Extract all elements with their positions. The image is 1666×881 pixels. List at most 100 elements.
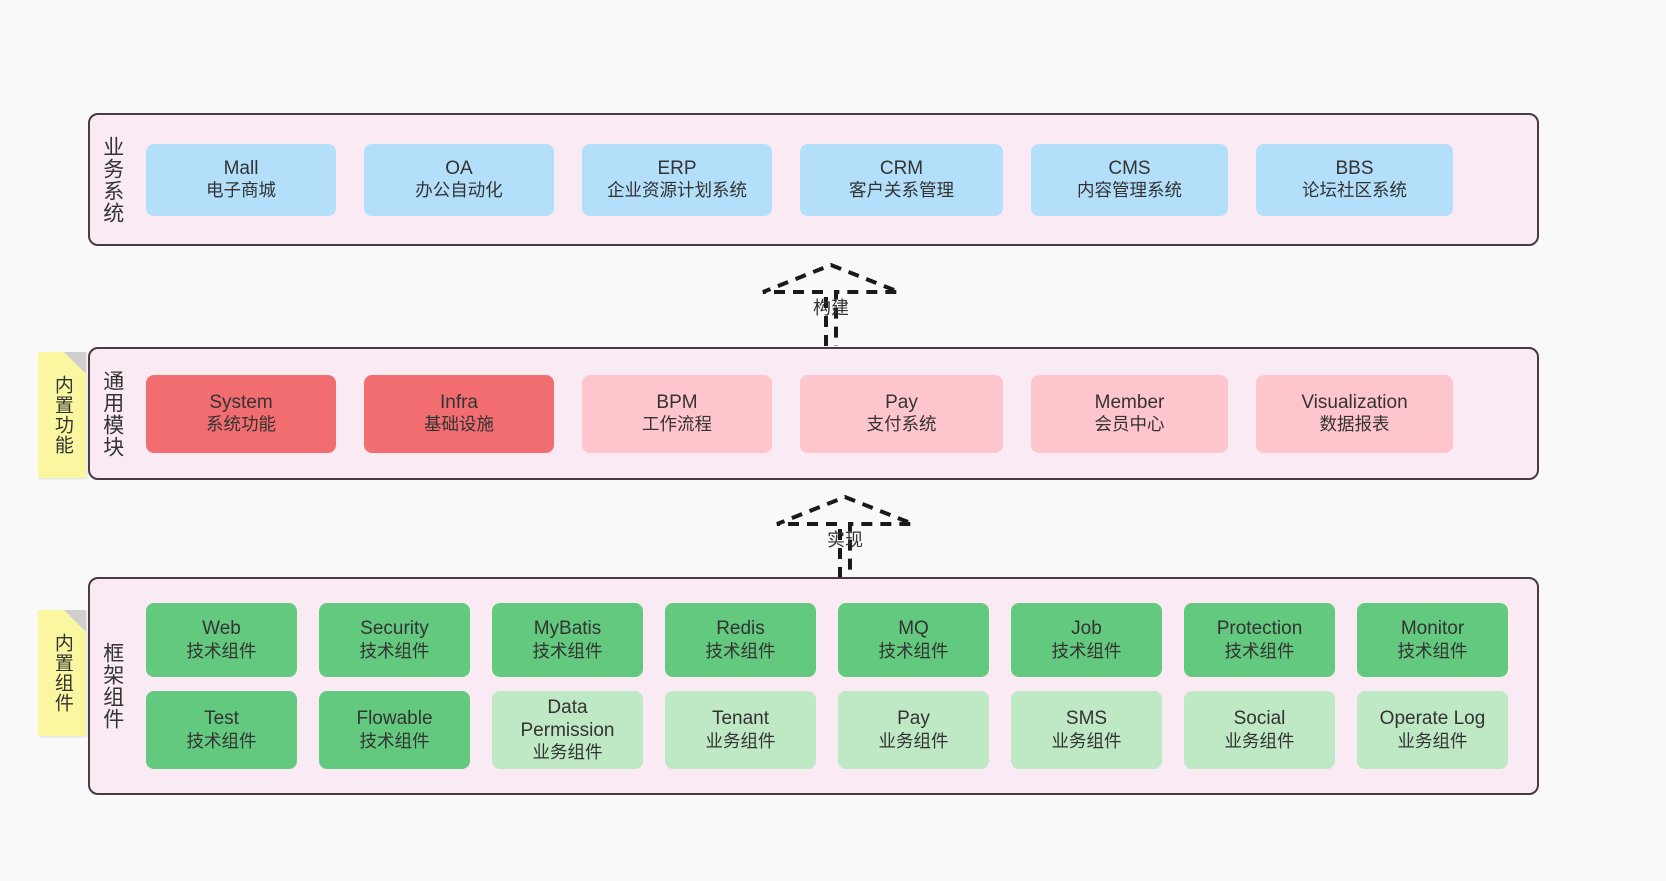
card-title: ERP <box>657 157 697 179</box>
card-title: Security <box>360 618 429 640</box>
card-crm[interactable]: CRM 客户关系管理 <box>800 143 1003 216</box>
layer-row-business: Test 技术组件 Flowable 技术组件 Data Permission … <box>138 691 1527 769</box>
card-subtitle: 业务组件 <box>1224 730 1295 751</box>
build-arrow-icon <box>762 262 900 346</box>
layer-title-framework-component: 框架组件 <box>100 642 124 730</box>
card-mybatis[interactable]: MyBatis 技术组件 <box>492 603 643 677</box>
card-title: Social <box>1233 708 1286 730</box>
card-social[interactable]: Social 业务组件 <box>1184 691 1335 769</box>
card-operate-log[interactable]: Operate Log 业务组件 <box>1357 691 1508 769</box>
card-job[interactable]: Job 技术组件 <box>1011 603 1162 677</box>
card-subtitle: 系统功能 <box>206 414 276 435</box>
connector-implement: 实现 <box>770 494 920 578</box>
card-title: CMS <box>1108 157 1151 179</box>
card-subtitle: 技术组件 <box>1051 640 1122 661</box>
card-mall[interactable]: Mall 电子商城 <box>146 143 336 216</box>
card-subtitle: 工作流程 <box>642 414 712 435</box>
layer-row: Mall 电子商城 OA 办公自动化 ERP 企业资源计划系统 CRM 客户关系… <box>138 143 1527 216</box>
card-test[interactable]: Test 技术组件 <box>146 691 297 769</box>
card-protection[interactable]: Protection 技术组件 <box>1184 603 1335 677</box>
layer-row: System 系统功能 Infra 基础设施 BPM 工作流程 Pay 支付系统… <box>138 374 1527 453</box>
card-mq[interactable]: MQ 技术组件 <box>838 603 989 677</box>
card-title: Data Permission <box>520 697 615 741</box>
card-title: Job <box>1071 618 1102 640</box>
card-subtitle: 技术组件 <box>359 730 430 751</box>
card-subtitle: 技术组件 <box>359 640 430 661</box>
card-flowable[interactable]: Flowable 技术组件 <box>319 691 470 769</box>
card-data-permission[interactable]: Data Permission 业务组件 <box>492 691 643 769</box>
card-tenant[interactable]: Tenant 业务组件 <box>665 691 816 769</box>
card-oa[interactable]: OA 办公自动化 <box>364 143 554 216</box>
card-title: Visualization <box>1301 391 1408 413</box>
card-title: Mall <box>223 157 259 179</box>
card-title: Redis <box>716 618 765 640</box>
card-cms[interactable]: CMS 内容管理系统 <box>1031 143 1228 216</box>
card-member[interactable]: Member 会员中心 <box>1031 374 1228 453</box>
card-pay[interactable]: Pay 支付系统 <box>800 374 1003 453</box>
layer-business-system: 业务系统 Mall 电子商城 OA 办公自动化 ERP 企业资源计划系统 CRM… <box>88 113 1539 246</box>
implement-arrow-icon <box>776 494 914 578</box>
card-title: CRM <box>879 157 924 179</box>
card-title: System <box>209 391 273 413</box>
card-title: Pay <box>885 391 918 413</box>
card-monitor[interactable]: Monitor 技术组件 <box>1357 603 1508 677</box>
card-title: BPM <box>656 391 698 413</box>
card-subtitle: 业务组件 <box>1051 730 1122 751</box>
card-title: Operate Log <box>1379 708 1486 730</box>
layer-framework-component: 框架组件 Web 技术组件 Security 技术组件 MyBatis 技术组件… <box>88 577 1539 795</box>
sticky-fold-corner-icon <box>64 352 86 374</box>
card-subtitle: 论坛社区系统 <box>1302 180 1407 201</box>
layer-body-business-system: Mall 电子商城 OA 办公自动化 ERP 企业资源计划系统 CRM 客户关系… <box>134 115 1537 244</box>
card-pay-business[interactable]: Pay 业务组件 <box>838 691 989 769</box>
card-subtitle: 技术组件 <box>878 640 949 661</box>
connector-build: 构建 <box>756 262 906 346</box>
sticky-fold-corner-icon <box>64 610 86 632</box>
card-subtitle: 业务组件 <box>532 742 603 763</box>
layer-title-common-module: 通用模块 <box>100 369 124 458</box>
card-title: Infra <box>439 391 479 413</box>
layer-common-module: 通用模块 System 系统功能 Infra 基础设施 BPM 工作流程 Pay… <box>88 347 1539 480</box>
card-system[interactable]: System 系统功能 <box>146 374 336 453</box>
card-title: Web <box>202 618 241 640</box>
card-title: BBS <box>1335 157 1374 179</box>
card-subtitle: 支付系统 <box>866 414 937 435</box>
sticky-note-label: 内置功能 <box>51 375 73 455</box>
card-title: Pay <box>897 708 930 730</box>
card-title: Flowable <box>356 708 433 730</box>
card-subtitle: 企业资源计划系统 <box>607 180 747 201</box>
card-subtitle: 业务组件 <box>1397 730 1468 751</box>
connector-label-implement: 实现 <box>827 530 863 550</box>
card-subtitle: 业务组件 <box>878 730 949 751</box>
card-title: MQ <box>898 618 929 640</box>
layer-row-technical: Web 技术组件 Security 技术组件 MyBatis 技术组件 Redi… <box>138 603 1527 677</box>
card-subtitle: 技术组件 <box>1224 640 1295 661</box>
card-sms[interactable]: SMS 业务组件 <box>1011 691 1162 769</box>
card-subtitle: 会员中心 <box>1094 414 1165 435</box>
card-erp[interactable]: ERP 企业资源计划系统 <box>582 143 772 216</box>
sticky-note-builtin-function: 内置功能 <box>38 352 86 478</box>
card-visualization[interactable]: Visualization 数据报表 <box>1256 374 1453 453</box>
card-subtitle: 技术组件 <box>705 640 776 661</box>
card-redis[interactable]: Redis 技术组件 <box>665 603 816 677</box>
card-security[interactable]: Security 技术组件 <box>319 603 470 677</box>
card-infra[interactable]: Infra 基础设施 <box>364 374 554 453</box>
card-bbs[interactable]: BBS 论坛社区系统 <box>1256 143 1453 216</box>
card-title: OA <box>445 157 473 179</box>
card-web[interactable]: Web 技术组件 <box>146 603 297 677</box>
layer-body-common-module: System 系统功能 Infra 基础设施 BPM 工作流程 Pay 支付系统… <box>134 349 1537 478</box>
card-title: SMS <box>1065 708 1108 730</box>
card-subtitle: 技术组件 <box>186 640 257 661</box>
card-title: Protection <box>1216 618 1303 640</box>
card-subtitle: 内容管理系统 <box>1077 180 1182 201</box>
card-title: Test <box>204 708 239 730</box>
card-title: Tenant <box>711 708 770 730</box>
sticky-note-builtin-component: 内置组件 <box>38 610 86 736</box>
card-subtitle: 技术组件 <box>1397 640 1468 661</box>
layer-body-framework-component: Web 技术组件 Security 技术组件 MyBatis 技术组件 Redi… <box>134 579 1537 793</box>
card-bpm[interactable]: BPM 工作流程 <box>582 374 772 453</box>
card-subtitle: 基础设施 <box>424 414 494 435</box>
card-subtitle: 办公自动化 <box>415 180 503 201</box>
card-subtitle: 电子商城 <box>206 180 276 201</box>
card-subtitle: 技术组件 <box>532 640 603 661</box>
